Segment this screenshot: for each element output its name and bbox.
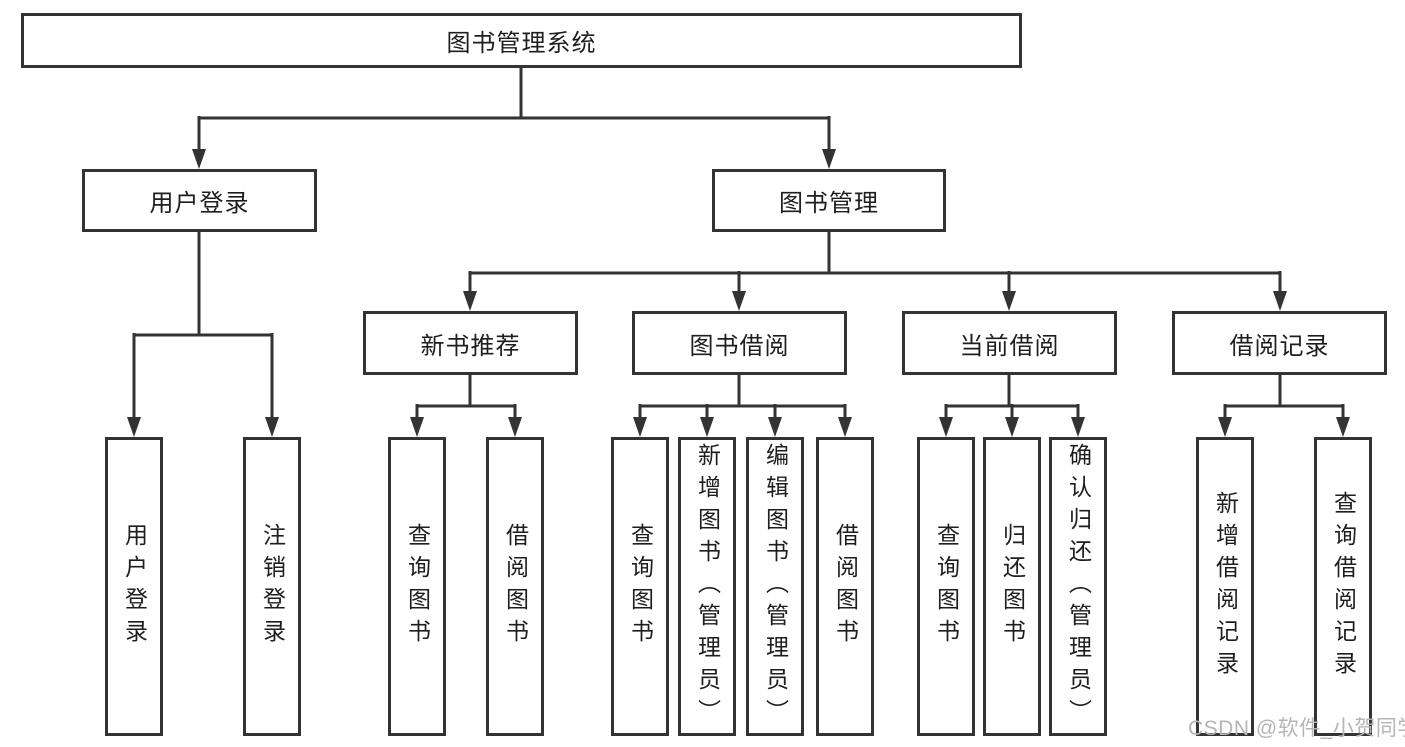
arrowhead <box>822 149 836 169</box>
node-user-login: 用户登录 <box>82 169 317 232</box>
node-book-borrow: 图书借阅 <box>632 311 847 375</box>
node-borrow-records: 借阅记录 <box>1172 311 1387 375</box>
leaf-confirm-return-admin: 确认归还（管理员） <box>1049 437 1107 736</box>
csdn-watermark: CSDN @软件_小贺同学 <box>1188 717 1405 740</box>
leaf-add-books-admin: 新增图书（管理员） <box>678 437 736 736</box>
arrowhead <box>410 417 424 437</box>
arrowhead <box>768 417 782 437</box>
arrowhead <box>1336 417 1350 437</box>
arrowhead <box>1005 417 1019 437</box>
arrowhead <box>1002 291 1016 311</box>
leaf-logout: 注销登录 <box>243 437 301 736</box>
leaf-query-books-recommend: 查询图书 <box>388 437 446 736</box>
arrowhead <box>508 417 522 437</box>
arrowhead <box>1273 291 1287 311</box>
arrowhead <box>192 149 206 169</box>
leaf-edit-books-admin: 编辑图书（管理员） <box>746 437 804 736</box>
arrowhead <box>838 417 852 437</box>
leaf-borrow-books: 借阅图书 <box>816 437 874 736</box>
node-new-book-recommend: 新书推荐 <box>363 311 578 375</box>
arrowhead <box>463 291 477 311</box>
arrowhead <box>1218 417 1232 437</box>
node-book-management: 图书管理 <box>712 169 946 232</box>
arrowhead <box>633 417 647 437</box>
leaf-query-borrow-record: 查询借阅记录 <box>1314 437 1372 736</box>
leaf-add-borrow-record: 新增借阅记录 <box>1196 437 1254 736</box>
leaf-query-books-current: 查询图书 <box>917 437 975 736</box>
leaf-user-login: 用户登录 <box>105 437 163 736</box>
node-root: 图书管理系统 <box>21 13 1022 68</box>
arrowhead <box>265 417 279 437</box>
arrowhead <box>939 417 953 437</box>
arrowhead <box>127 417 141 437</box>
leaf-query-books-borrow: 查询图书 <box>611 437 669 736</box>
arrowhead <box>1071 417 1085 437</box>
node-current-borrow: 当前借阅 <box>902 311 1117 375</box>
leaf-return-books: 归还图书 <box>983 437 1041 736</box>
arrowhead <box>732 291 746 311</box>
arrowhead <box>700 417 714 437</box>
leaf-borrow-books-recommend: 借阅图书 <box>486 437 544 736</box>
